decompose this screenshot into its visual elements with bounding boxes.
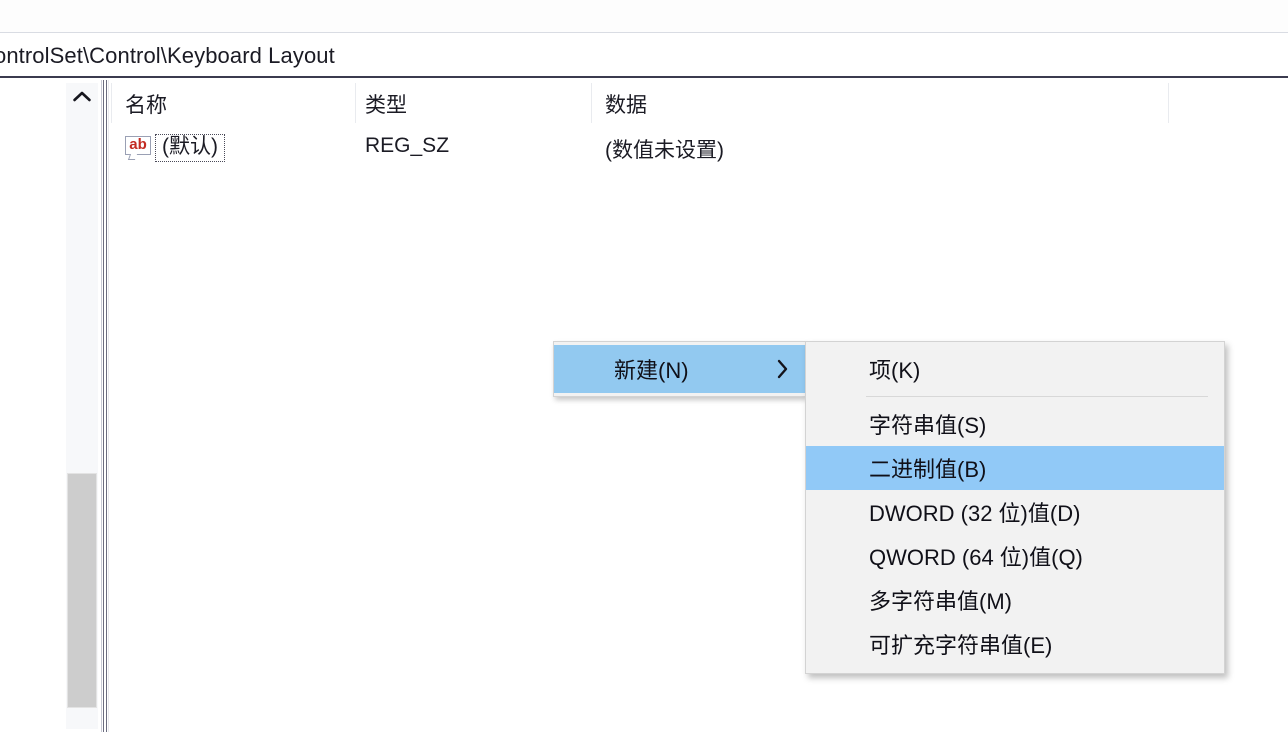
- values-list-rows: ab (默认) REG_SZ (数值未设置): [111, 126, 1288, 170]
- chevron-up-icon: [72, 90, 92, 103]
- submenu-item-key[interactable]: 项(K): [806, 347, 1224, 391]
- splitter-line: [103, 80, 104, 732]
- menu-item-new[interactable]: 新建(N): [554, 345, 805, 393]
- context-menu: 新建(N): [553, 341, 806, 397]
- submenu-item-label: DWORD (32 位)值(D): [869, 501, 1081, 526]
- registry-address-bar[interactable]: ontrolSet\Control\Keyboard Layout: [0, 34, 1288, 78]
- window-toolbar-strip: [0, 0, 1288, 33]
- submenu-item-binary-value[interactable]: 二进制值(B): [806, 446, 1224, 490]
- value-type-cell: REG_SZ: [365, 134, 450, 157]
- submenu-item-string-value[interactable]: 字符串值(S): [806, 402, 1224, 446]
- submenu-item-label: 字符串值(S): [869, 413, 987, 438]
- column-header-name[interactable]: 名称: [125, 94, 167, 117]
- registry-path-text: ontrolSet\Control\Keyboard Layout: [0, 43, 335, 68]
- value-name-cell[interactable]: ab (默认): [125, 134, 225, 163]
- column-header-data[interactable]: 数据: [605, 94, 647, 117]
- list-column-header-row: 名称 类型 数据: [111, 83, 1288, 123]
- column-separator[interactable]: [1168, 83, 1169, 123]
- submenu-item-expandable-string-value[interactable]: 可扩充字符串值(E): [806, 622, 1224, 666]
- submenu-item-multi-string-value[interactable]: 多字符串值(M): [806, 578, 1224, 622]
- value-name-label: (默认): [155, 134, 225, 163]
- submenu-item-label: 项(K): [869, 358, 921, 383]
- chevron-right-icon: [776, 358, 789, 380]
- menu-item-new-label: 新建(N): [614, 358, 689, 383]
- splitter-line: [108, 80, 109, 732]
- submenu-item-label: 多字符串值(M): [869, 589, 1012, 614]
- column-separator[interactable]: [111, 83, 112, 123]
- pane-splitter[interactable]: [99, 80, 111, 732]
- scroll-up-button[interactable]: [66, 83, 98, 109]
- submenu-item-label: QWORD (64 位)值(Q): [869, 545, 1083, 570]
- column-separator[interactable]: [355, 83, 356, 123]
- ab-icon-label: ab: [129, 136, 147, 154]
- submenu-item-qword-value[interactable]: QWORD (64 位)值(Q): [806, 534, 1224, 578]
- string-value-ab-icon: ab: [125, 136, 151, 161]
- submenu-item-label: 可扩充字符串值(E): [869, 633, 1053, 658]
- splitter-line: [101, 80, 102, 732]
- table-row[interactable]: ab (默认) REG_SZ (数值未设置): [111, 126, 1288, 170]
- submenu-item-label: 二进制值(B): [869, 457, 987, 482]
- tree-pane-scrollbar[interactable]: [66, 83, 98, 729]
- scrollbar-thumb[interactable]: [67, 473, 97, 708]
- value-data-cell: (数值未设置): [605, 139, 724, 162]
- splitter-line: [106, 80, 107, 732]
- submenu-item-dword-value[interactable]: DWORD (32 位)值(D): [806, 490, 1224, 534]
- new-value-submenu: 项(K) 字符串值(S) 二进制值(B) DWORD (32 位)值(D) QW…: [805, 341, 1225, 674]
- menu-separator: [866, 396, 1208, 397]
- column-header-type[interactable]: 类型: [365, 94, 407, 117]
- column-separator[interactable]: [591, 83, 592, 123]
